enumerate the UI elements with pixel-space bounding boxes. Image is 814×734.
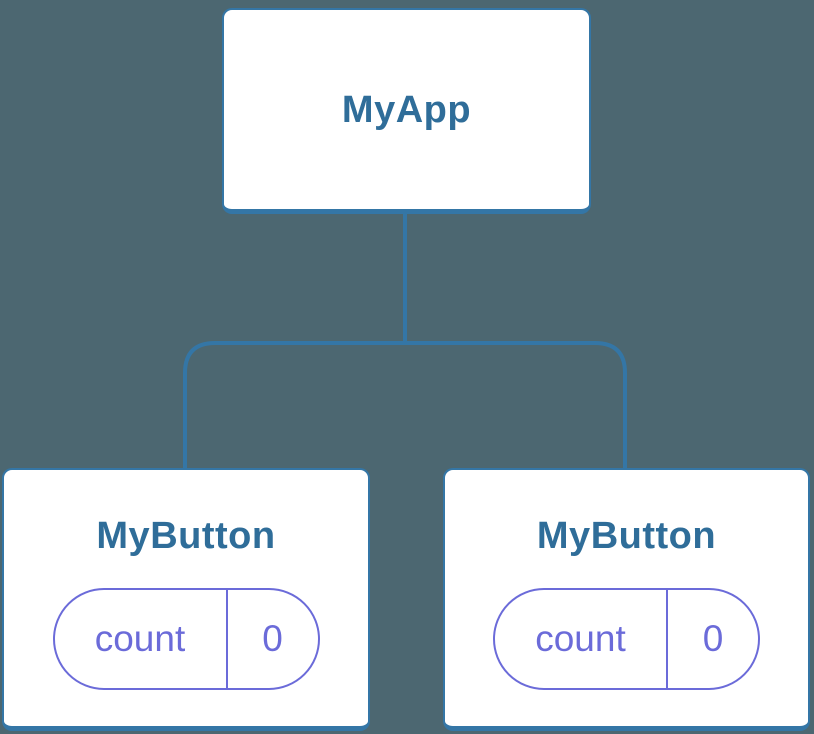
component-label: MyButton [536, 515, 717, 557]
component-label: MyApp [341, 88, 472, 131]
component-node-mybutton-2: MyButton count 0 [443, 468, 810, 731]
state-pill: count 0 [493, 588, 760, 690]
state-value-label: 0 [225, 590, 318, 688]
component-node-myapp: MyApp [222, 8, 591, 214]
component-label: MyButton [96, 515, 276, 557]
state-value-label: 0 [666, 590, 758, 688]
connector-bracket [183, 341, 627, 470]
component-node-mybutton-1: MyButton count 0 [2, 468, 370, 731]
state-name-label: count [94, 618, 186, 659]
state-name-label: count [535, 618, 626, 659]
state-pill: count 0 [52, 588, 320, 690]
